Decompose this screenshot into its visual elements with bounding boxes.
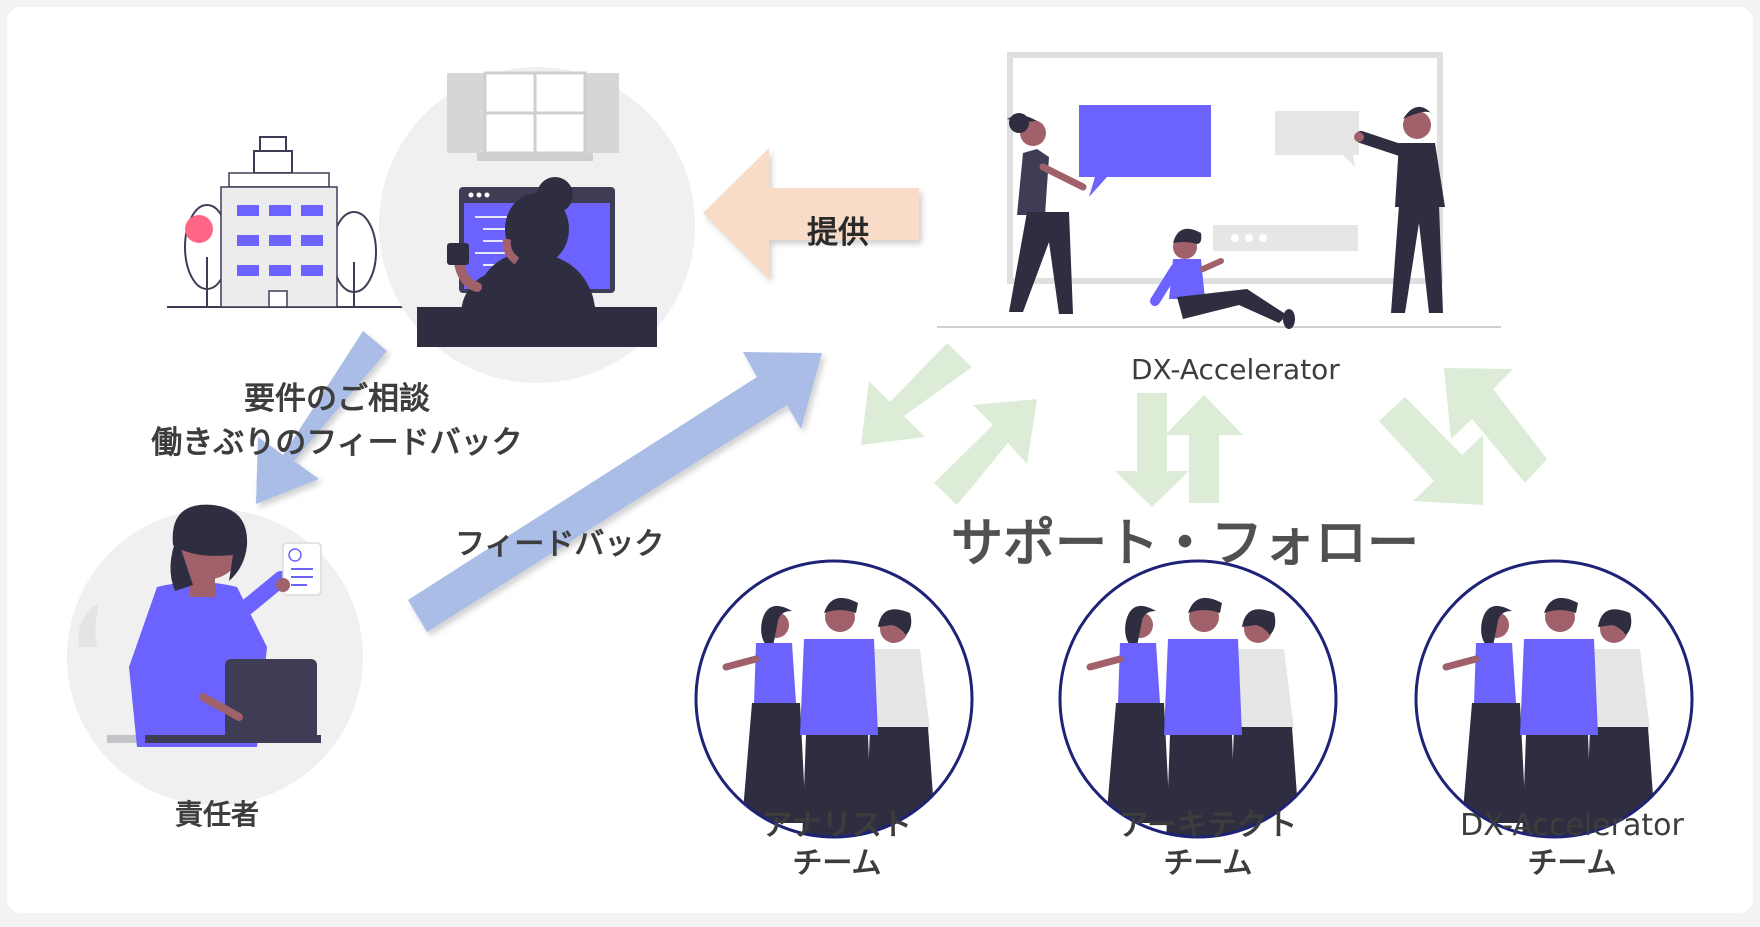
dx-accelerator-illustration	[937, 52, 1501, 329]
manager-label: 責任者	[175, 798, 260, 831]
consult-label-line1: 要件のご相談	[244, 381, 430, 417]
team-label-architect: アーキテクト チーム	[1088, 807, 1328, 883]
alert-dot-icon	[185, 215, 213, 243]
feedback-label: フィードバック	[455, 527, 665, 562]
support-follow-label: サポート・フォロー	[951, 514, 1420, 574]
team-label-dx: DX-Accelerator チーム	[1442, 807, 1702, 883]
team-label-architect-line2: チーム	[1163, 846, 1253, 881]
support-arrow-center-up	[1165, 395, 1243, 503]
support-arrow-right-down	[1379, 397, 1483, 505]
team-label-dx-line2: チーム	[1527, 846, 1617, 881]
diagram-canvas: 提供 要件のご相談 働きぶりのフィードバック フィードバック DX-Accele…	[7, 7, 1753, 913]
team-people-icon	[1442, 597, 1656, 837]
team-label-analyst-line1: アナリスト	[762, 808, 912, 843]
support-arrow-left-down	[861, 343, 972, 445]
diagram-illustration	[67, 52, 1694, 839]
team-label-analyst-line2: チーム	[792, 846, 882, 881]
support-arrow-center-down	[1115, 393, 1189, 507]
consult-label: 要件のご相談 働きぶりのフィードバック	[127, 377, 547, 465]
provide-label: 提供	[807, 215, 869, 251]
consult-arrow	[256, 331, 387, 504]
team-label-dx-line1: DX-Accelerator	[1460, 808, 1684, 843]
manager-circle-illustration	[67, 504, 363, 805]
dx-accelerator-label: DX-Accelerator	[1131, 353, 1340, 386]
developer-circle-illustration	[379, 67, 695, 383]
support-arrows	[861, 343, 1547, 507]
team-circles	[694, 559, 1694, 839]
provide-arrow	[703, 148, 919, 279]
office-building-icon	[167, 136, 407, 308]
team-circle-architect	[1058, 559, 1338, 839]
team-circle-analyst	[694, 559, 974, 839]
support-arrow-right-up	[1444, 368, 1547, 483]
team-circle-dx	[1414, 559, 1694, 839]
support-arrow-left-up	[934, 399, 1037, 505]
feedback-arrow	[408, 352, 822, 632]
team-label-analyst: アナリスト チーム	[727, 807, 947, 883]
team-label-architect-line1: アーキテクト	[1118, 808, 1298, 843]
consult-label-line2: 働きぶりのフィードバック	[151, 425, 523, 461]
